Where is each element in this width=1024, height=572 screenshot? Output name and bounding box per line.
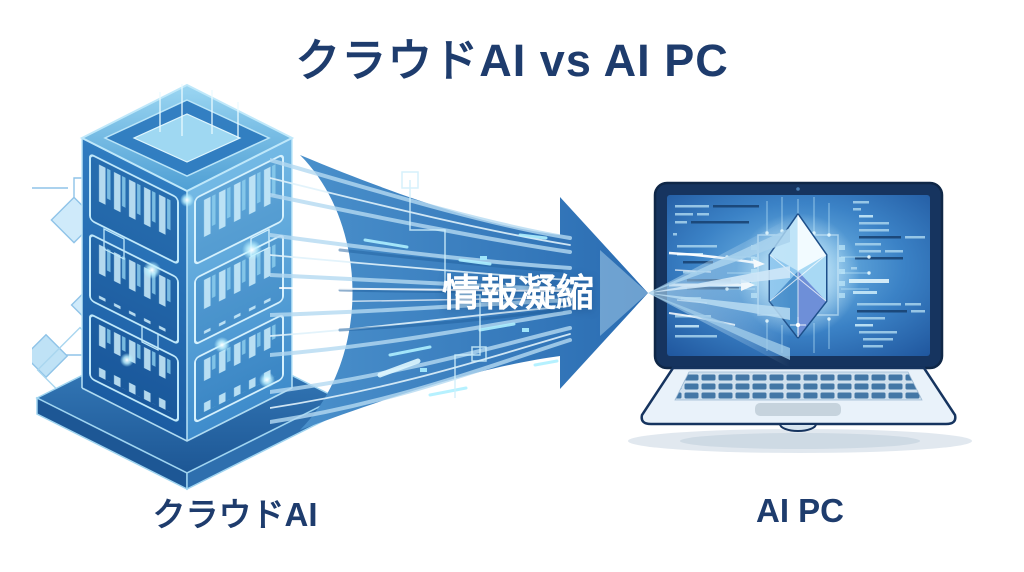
server-tower-body bbox=[79, 83, 295, 442]
label-ai-pc: AI PC bbox=[755, 492, 844, 529]
keyboard bbox=[674, 371, 923, 401]
speed-streamlines bbox=[270, 158, 572, 424]
arrow-label: 情報凝縮 bbox=[441, 273, 594, 315]
glow-dots bbox=[120, 193, 275, 388]
arrow-exit-streaks bbox=[600, 218, 790, 368]
front-notch bbox=[778, 423, 818, 432]
laptop-base bbox=[640, 366, 957, 432]
page-title: クラウドAI vs AI PC bbox=[295, 35, 729, 86]
label-cloud-ai: クラウドAI bbox=[152, 496, 318, 533]
trackpad bbox=[755, 403, 841, 416]
cloud-server-illustration bbox=[32, 83, 339, 491]
flow-arrow-illustration bbox=[270, 155, 790, 430]
server-top-face bbox=[79, 83, 295, 193]
webcam-icon bbox=[796, 187, 800, 191]
